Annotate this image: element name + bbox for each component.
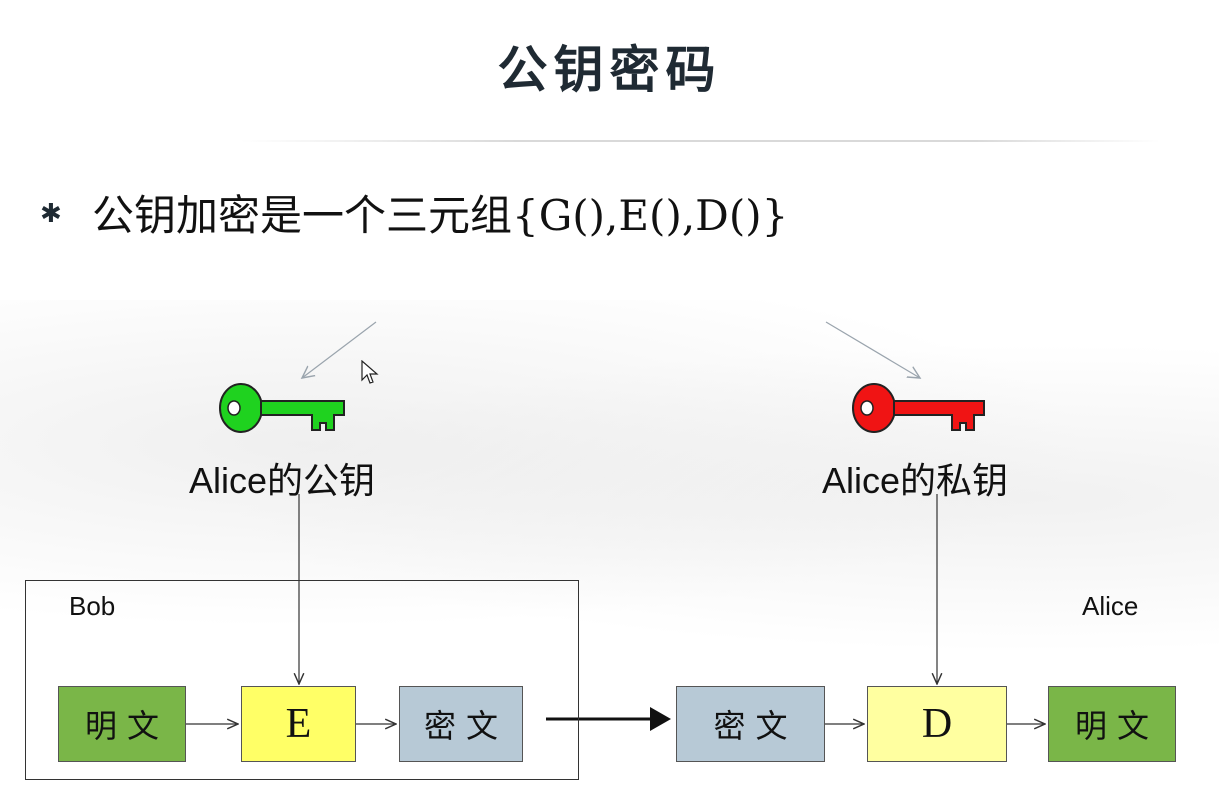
mouse-pointer-icon	[361, 360, 379, 384]
pointer-to-private-key	[825, 321, 920, 378]
private-key-icon	[852, 383, 985, 433]
alice-plaintext-box: 明文	[1048, 686, 1176, 762]
private-key-label: Alice的私钥	[822, 460, 1009, 501]
public-key-label: Alice的公钥	[189, 460, 376, 501]
bob-plaintext-box: 明文	[58, 686, 186, 762]
bullet-text: 公钥加密是一个三元组{G(),E(),D()}	[92, 191, 789, 240]
encrypt-box: E	[241, 686, 356, 762]
bob-frame	[25, 580, 579, 780]
alice-ciphertext-box: 密文	[676, 686, 825, 762]
bob-label: Bob	[69, 591, 116, 621]
decrypt-box: D	[867, 686, 1007, 762]
public-key-icon	[219, 383, 345, 433]
title-divider	[240, 140, 1160, 142]
bob-ciphertext-box: 密文	[399, 686, 523, 762]
alice-label: Alice	[1082, 591, 1139, 621]
bullet-icon: ✱	[40, 199, 62, 229]
pointer-to-public-key	[302, 321, 377, 378]
slide-title: 公钥密码	[497, 40, 722, 99]
